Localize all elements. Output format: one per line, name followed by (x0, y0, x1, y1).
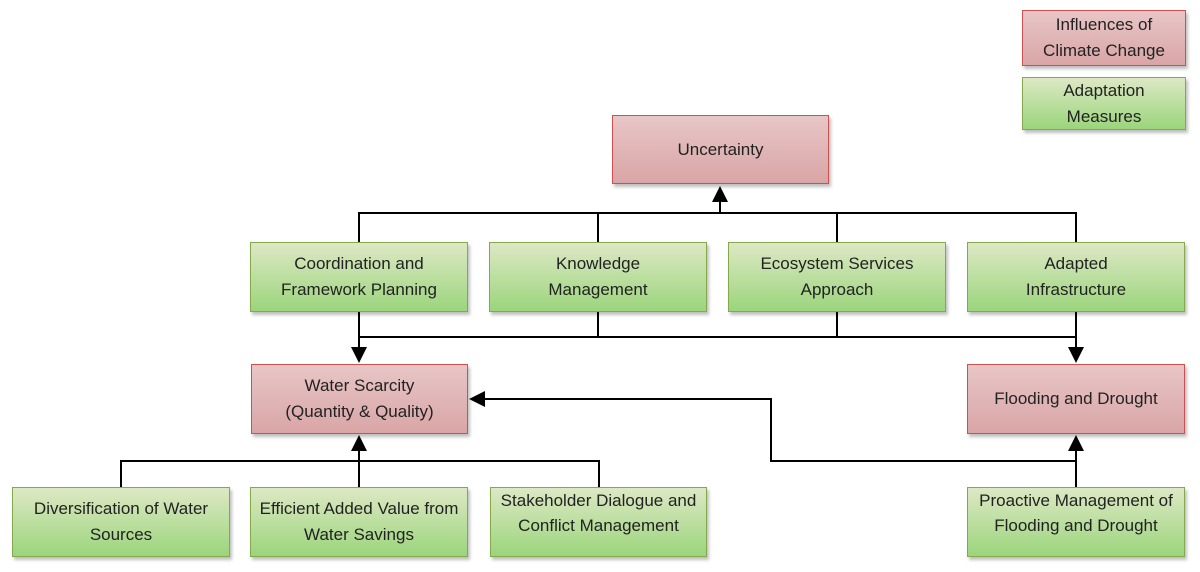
arrow-proactive-to-water-scarcity (469, 391, 1076, 462)
node-uncertainty: Uncertainty (612, 115, 829, 184)
node-efficient: Efficient Added Value from Water Savings (250, 487, 468, 557)
top-bus (358, 212, 1077, 242)
node-stakeholder: Stakeholder Dialogue and Conflict Manage… (490, 487, 707, 557)
node-ecosystem: Ecosystem Services Approach (728, 242, 946, 312)
node-flooding: Flooding and Drought (967, 364, 1185, 434)
node-water-scarcity: Water Scarcity (Quantity & Quality) (251, 364, 468, 434)
node-coordination: Coordination and Framework Planning (250, 242, 468, 312)
legend-adaptation: Adaptation Measures (1022, 77, 1186, 130)
middle-bus (358, 312, 1077, 338)
node-infrastructure: Adapted Infrastructure (967, 242, 1185, 312)
legend-influences: Influences of Climate Change (1022, 10, 1186, 66)
node-proactive: Proactive Management of Flooding and Dro… (967, 487, 1185, 557)
node-diversification: Diversification of Water Sources (12, 487, 230, 557)
node-knowledge: Knowledge Management (489, 242, 707, 312)
